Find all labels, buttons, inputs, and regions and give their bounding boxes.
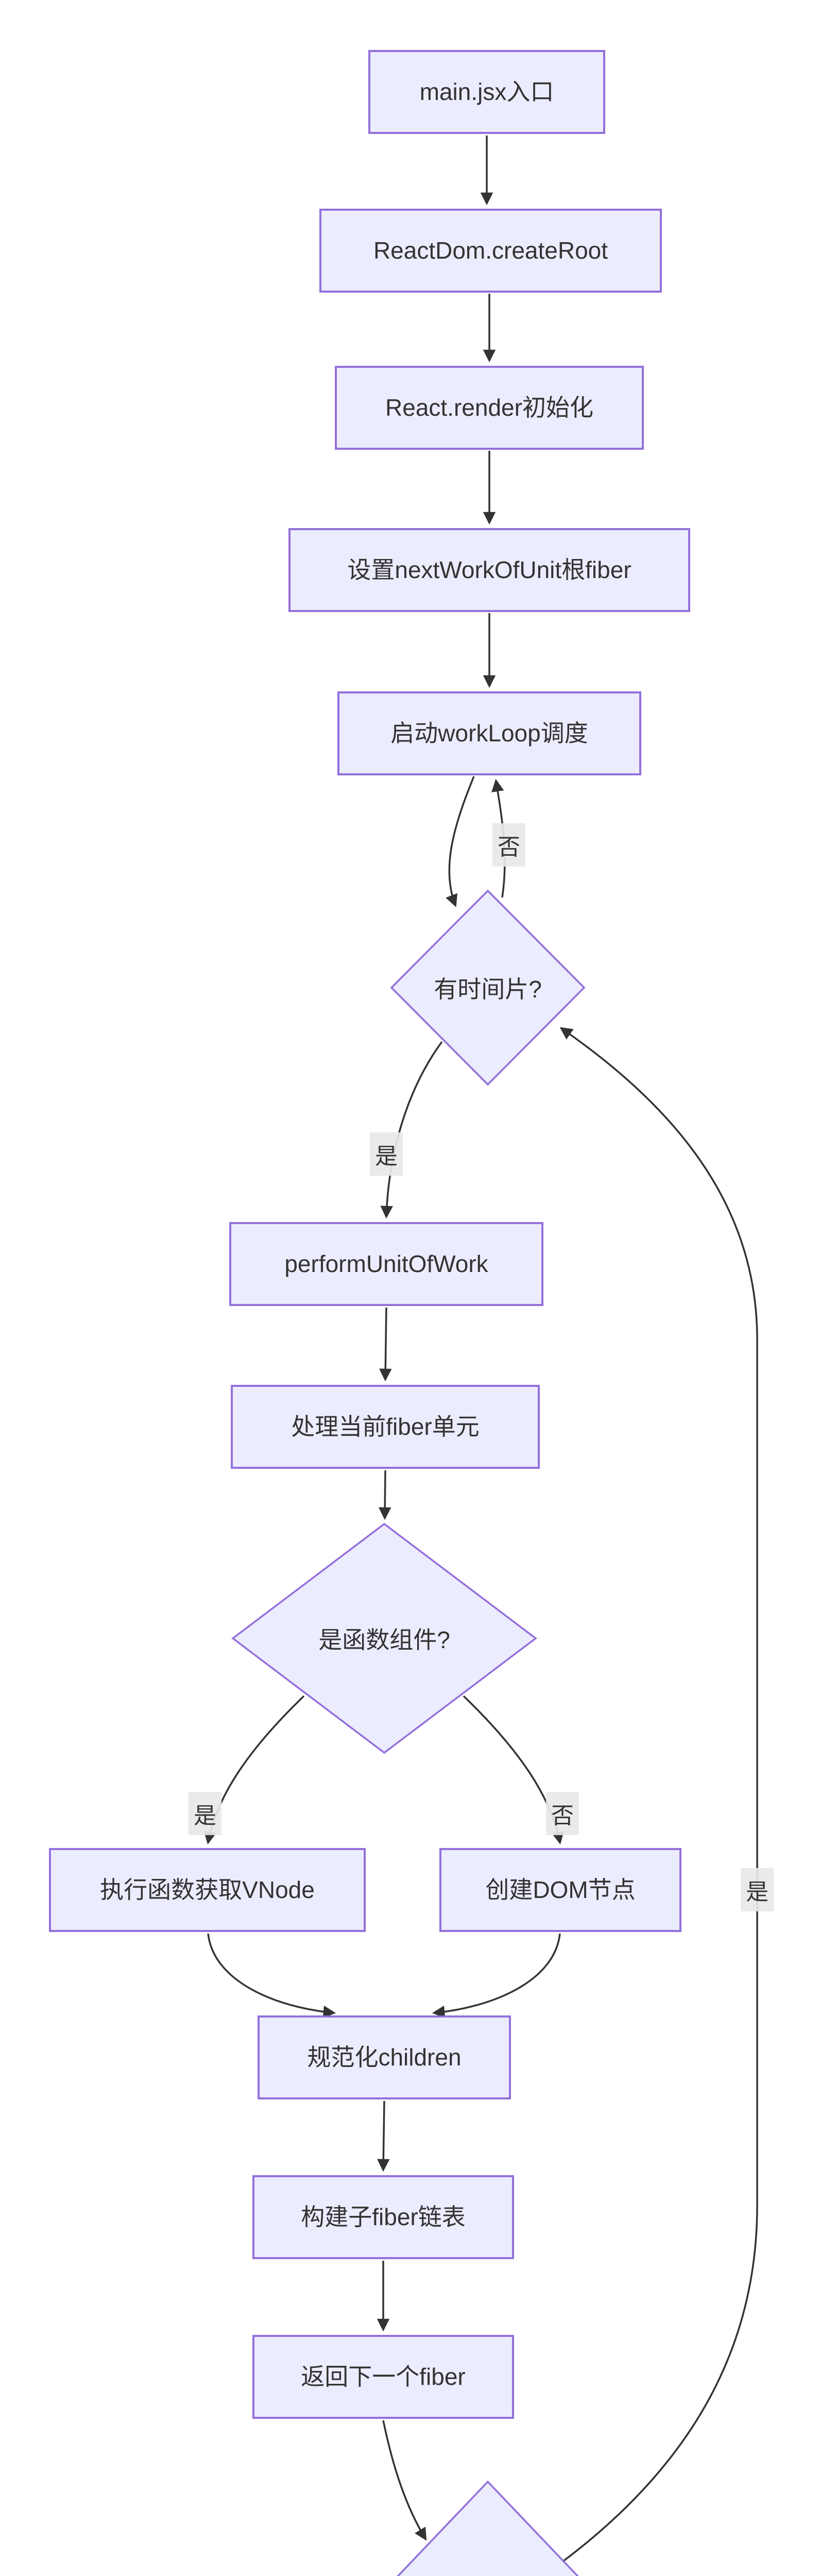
decision-diamond-is-function-component [231,1522,537,1754]
edge-execfn-to-normalize [207,1933,336,2019]
edge-label-no-timeslice-loop: 否 [492,823,525,867]
edge-performunit-to-processfiber [379,1307,392,1382]
node-reactdom-createroot: ReactDom.createRoot [319,209,662,293]
edge-isfunction-yes-to-execfn [203,1695,305,1845]
node-main-jsx-entry: main.jsx入口 [368,50,605,134]
edge-returnnext-to-hasnext [382,2420,427,2541]
node-build-child-fiber-list: 构建子fiber链表 [252,2175,514,2259]
node-perform-unit-of-work: performUnitOfWork [229,1222,543,1306]
edge-workloop-to-timeslice [446,776,475,907]
decision-diamond-has-timeslice [390,889,586,1086]
edge-hasnext-yes-to-timeslice [559,1027,758,2562]
node-process-current-fiber: 处理当前fiber单元 [231,1385,540,1469]
node-react-render-init: React.render初始化 [335,366,644,450]
node-create-dom-node: 创建DOM节点 [439,1848,681,1932]
edge-label-yes-hasnext: 是 [741,1868,774,1911]
edge-label-yes-timeslice: 是 [370,1132,403,1176]
node-set-nextworkofunit: 设置nextWorkOfUnit根fiber [288,528,690,612]
decision-diamond-has-next-work-of-unit [397,2480,579,2576]
node-normalize-children: 规范化children [258,2015,511,2099]
node-return-next-fiber: 返回下一个fiber [252,2335,514,2419]
decision-text-has-timeslice: 有时间片? [434,976,542,1003]
edge-label-yes-function: 是 [189,1792,221,1835]
node-exec-function-vnode: 执行函数获取VNode [49,1848,366,1932]
node-start-workloop: 启动workLoop调度 [337,691,641,775]
edge-isfunction-no-to-createdom [463,1695,565,1845]
edge-createdom-to-normalize [432,1933,561,2019]
decision-text-is-function-component: 是函数组件? [318,1626,450,1653]
edge-timeslice-yes-to-performunit [380,1041,443,1219]
edge-label-no-function: 否 [546,1792,579,1835]
edge-normalize-to-buildchain [377,2100,390,2172]
